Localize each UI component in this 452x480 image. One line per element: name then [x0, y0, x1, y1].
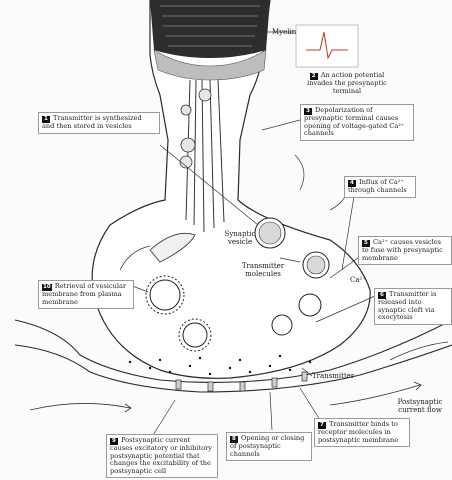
step-6-text: Transmitter is released into synaptic cl… [378, 290, 436, 321]
step-4-text: Influx of Ca²⁺ through channels [348, 178, 407, 194]
step-3-text: Depolarization of presynaptic terminal c… [304, 106, 404, 137]
transmitter-label: Transmitter [312, 372, 354, 380]
myelin-sheath [150, 0, 270, 80]
synaptic-vesicle-label: Synaptic vesicle [220, 230, 260, 246]
step-5-text: Ca²⁺ causes vesicles to fuse with presyn… [362, 238, 443, 262]
ca-ion-label: Ca²⁺ [350, 276, 366, 284]
step-8-text: Opening or closing of postsynaptic chann… [230, 434, 304, 458]
step-10-text: Retrieval of vesicular membrane from pla… [42, 282, 126, 306]
step-7-text: Transmitter binds to receptor molecules … [318, 420, 398, 444]
action-potential-waveform [296, 25, 358, 67]
step-1-text: Transmitter is synthesized and then stor… [42, 114, 142, 130]
myelin-label: Myelin [272, 28, 296, 36]
postsynaptic-current-flow-label: Postsynaptic current flow [394, 398, 446, 414]
step-2-text: An action potential invades the presynap… [307, 71, 387, 95]
step-9-text: Postsynaptic current causes excitatory o… [110, 436, 212, 475]
transmitter-molecules-label: Transmitter molecules [240, 262, 286, 278]
